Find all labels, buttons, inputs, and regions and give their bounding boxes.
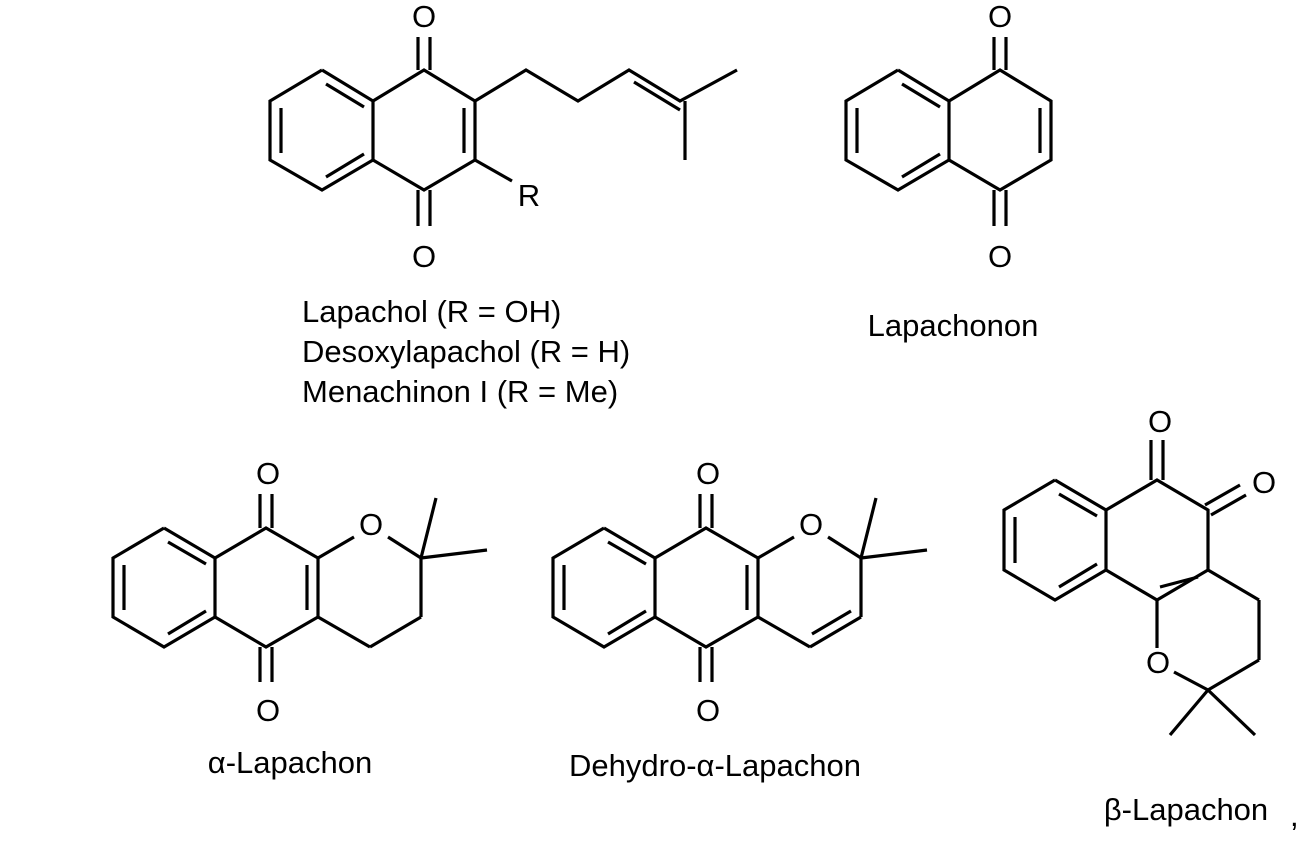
oxygen-atom: O bbox=[412, 0, 436, 34]
trailing-comma: , bbox=[1290, 798, 1299, 833]
oxygen-atom: O bbox=[1252, 465, 1276, 500]
oxygen-atom: O bbox=[256, 456, 280, 491]
ring-oxygen-atom: O bbox=[359, 507, 383, 542]
compound-label-lapachol: Lapachol (R = OH) bbox=[302, 294, 561, 329]
oxygen-atom: O bbox=[412, 239, 436, 274]
oxygen-atom: O bbox=[256, 693, 280, 728]
compound-label-desoxylapachol: Desoxylapachol (R = H) bbox=[302, 334, 630, 369]
structure-lapachol bbox=[270, 37, 737, 226]
structure-alpha-lapachon bbox=[113, 494, 487, 682]
r-substituent-label: R bbox=[518, 178, 540, 213]
compound-label-alpha-lapachon: α-Lapachon bbox=[208, 745, 372, 780]
structure-lapachonon bbox=[846, 37, 1051, 226]
compound-label-menachinon: Menachinon I (R = Me) bbox=[302, 374, 618, 409]
compound-label-dehydro-alpha-lapachon: Dehydro-α-Lapachon bbox=[569, 748, 861, 783]
oxygen-atom: O bbox=[988, 0, 1012, 34]
structure-dehydro-alpha-lapachon bbox=[553, 494, 927, 682]
oxygen-atom: O bbox=[696, 456, 720, 491]
compound-label-beta-lapachon: β-Lapachon bbox=[1104, 792, 1268, 827]
oxygen-atom: O bbox=[696, 693, 720, 728]
structure-beta-lapachon bbox=[1004, 440, 1259, 735]
compound-label-lapachonon: Lapachonon bbox=[868, 308, 1039, 343]
oxygen-atom: O bbox=[988, 239, 1012, 274]
ring-oxygen-atom: O bbox=[799, 507, 823, 542]
ring-oxygen-atom: O bbox=[1146, 645, 1170, 680]
oxygen-atom: O bbox=[1148, 404, 1172, 439]
